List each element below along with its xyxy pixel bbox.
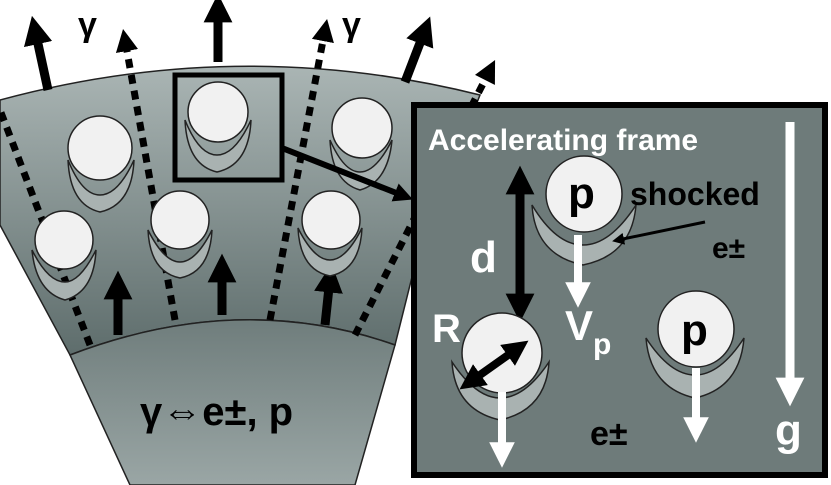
velocity-symbol: V	[565, 302, 593, 349]
core-outflow-arrows	[103, 253, 343, 335]
distance-label: d	[470, 233, 497, 282]
central-core	[68, 319, 396, 485]
proton-top	[531, 155, 637, 266]
velocity-subscript: p	[593, 328, 611, 361]
blob	[297, 190, 363, 277]
pair-bottom-label: e±	[590, 415, 628, 453]
gamma-label-right: γ	[342, 6, 361, 44]
zoom-box	[172, 72, 285, 183]
gravity-label: g	[775, 406, 802, 455]
radius-arrow	[459, 340, 529, 390]
blob	[147, 190, 213, 279]
blob	[329, 97, 393, 191]
shocked-pair-label: e±	[712, 232, 745, 265]
gamma-arrows	[23, 0, 434, 91]
blob	[31, 210, 97, 301]
proton-right	[645, 290, 745, 399]
shocked-pointer	[612, 220, 706, 245]
core-equation: γ⇔e±, p	[140, 390, 293, 434]
shell-blobs	[31, 81, 393, 301]
proton-right-label: p	[681, 306, 708, 355]
shocked-label: shocked	[630, 176, 760, 212]
blob	[184, 81, 252, 173]
frame-title: Accelerating frame	[428, 124, 698, 157]
inset-panel: Accelerating frame g p shocked e± d R Vp	[411, 102, 828, 478]
radius-label: R	[432, 307, 461, 351]
blob	[67, 115, 135, 213]
zoom-arrow	[280, 145, 413, 202]
proton-top-label: p	[568, 169, 595, 218]
gamma-label-left: γ	[78, 6, 97, 44]
velocity-label: Vp	[565, 302, 611, 361]
